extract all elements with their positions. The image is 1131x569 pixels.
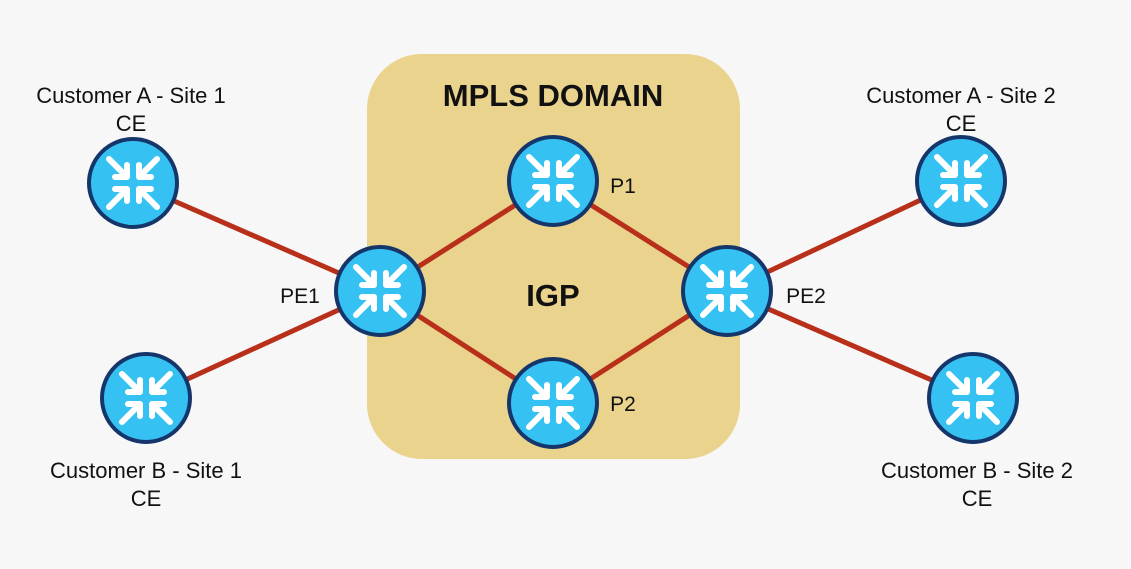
ce-a1-site-label: Customer A - Site 1 <box>36 83 226 108</box>
router-icon <box>507 135 599 227</box>
router-icon <box>334 245 426 337</box>
router-p1[interactable] <box>507 135 599 227</box>
ce-b1-role-label: CE <box>131 486 162 511</box>
router-ce-a1[interactable] <box>87 137 179 229</box>
router-icon <box>915 135 1007 227</box>
router-ce-a2[interactable] <box>915 135 1007 227</box>
router-ce-b1[interactable] <box>100 352 192 444</box>
ce-b1-site-label: Customer B - Site 1 <box>50 458 242 483</box>
ce-a1-role-label: CE <box>116 111 147 136</box>
pe1-label: PE1 <box>280 285 320 308</box>
router-icon <box>507 357 599 449</box>
ce-a2-site-label: Customer A - Site 2 <box>866 83 1056 108</box>
ce-b2-role-label: CE <box>962 486 993 511</box>
router-icon <box>87 137 179 229</box>
router-p2[interactable] <box>507 357 599 449</box>
router-pe1[interactable] <box>334 245 426 337</box>
mpls-domain-title: MPLS DOMAIN <box>443 78 663 113</box>
router-icon <box>100 352 192 444</box>
router-ce-b2[interactable] <box>927 352 1019 444</box>
router-icon <box>927 352 1019 444</box>
ce-a2-role-label: CE <box>946 111 977 136</box>
router-icon <box>681 245 773 337</box>
pe2-label: PE2 <box>786 285 826 308</box>
igp-label: IGP <box>526 278 579 313</box>
p1-label: P1 <box>610 175 636 198</box>
p2-label: P2 <box>610 393 636 416</box>
ce-b2-site-label: Customer B - Site 2 <box>881 458 1073 483</box>
router-pe2[interactable] <box>681 245 773 337</box>
mpls-domain-box <box>367 54 740 459</box>
